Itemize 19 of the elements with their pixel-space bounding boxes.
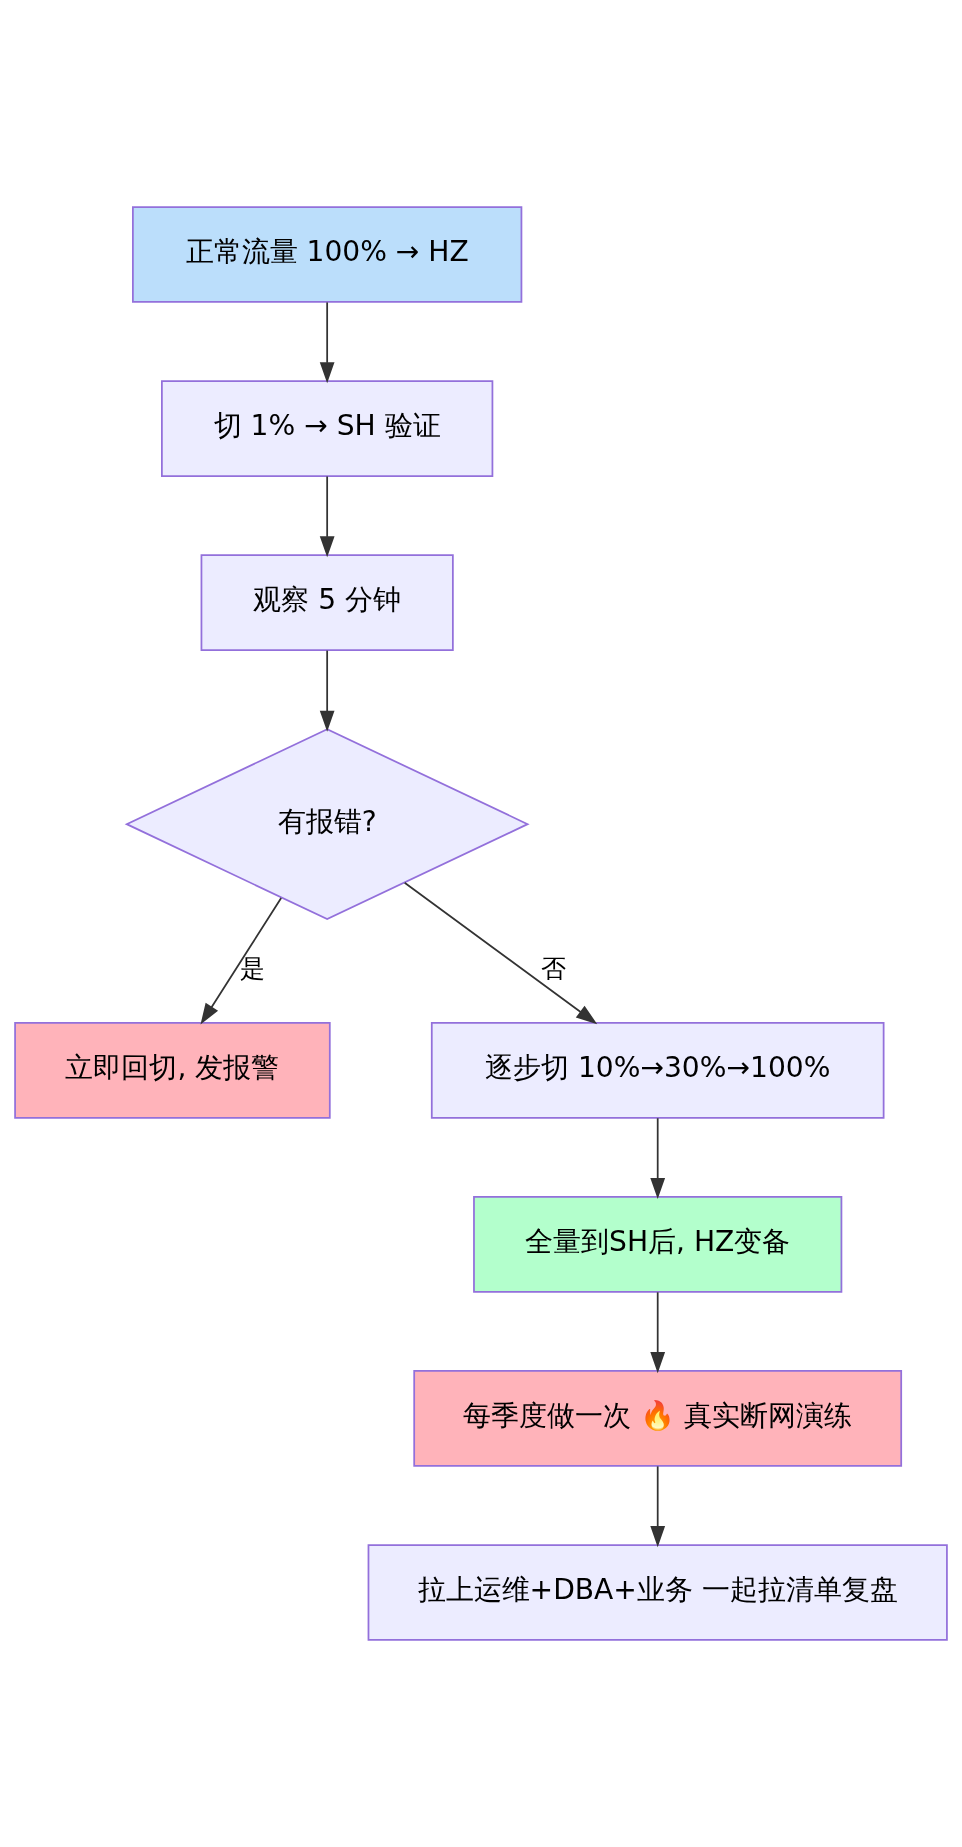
node-box: 每季度做一次 🔥 真实断网演练 xyxy=(413,1370,903,1467)
node-box: 逐步切 10%→30%→100% xyxy=(430,1021,885,1119)
node-box: 拉上运维+DBA+业务 一起拉清单复盘 xyxy=(367,1544,948,1641)
arrow xyxy=(650,1465,666,1548)
arrow xyxy=(650,1117,666,1200)
arrow xyxy=(319,301,335,384)
node-box: 切 1% → SH 验证 xyxy=(161,380,494,477)
node-box: 观察 5 分钟 xyxy=(200,554,454,651)
edge-label: 否 xyxy=(540,954,566,984)
arrow xyxy=(650,1291,666,1374)
edge-label: 是 xyxy=(239,954,265,984)
arrow xyxy=(200,897,283,1025)
node-box: 立即回切, 发报警 xyxy=(14,1021,331,1119)
node-box: 全量到SH后, HZ变备 xyxy=(473,1196,843,1293)
arrow xyxy=(319,475,335,558)
node-box: 正常流量 100% → HZ xyxy=(132,206,523,303)
arrow xyxy=(319,649,335,732)
arrow xyxy=(403,881,598,1025)
node-diamond: 有报错? xyxy=(124,728,530,921)
